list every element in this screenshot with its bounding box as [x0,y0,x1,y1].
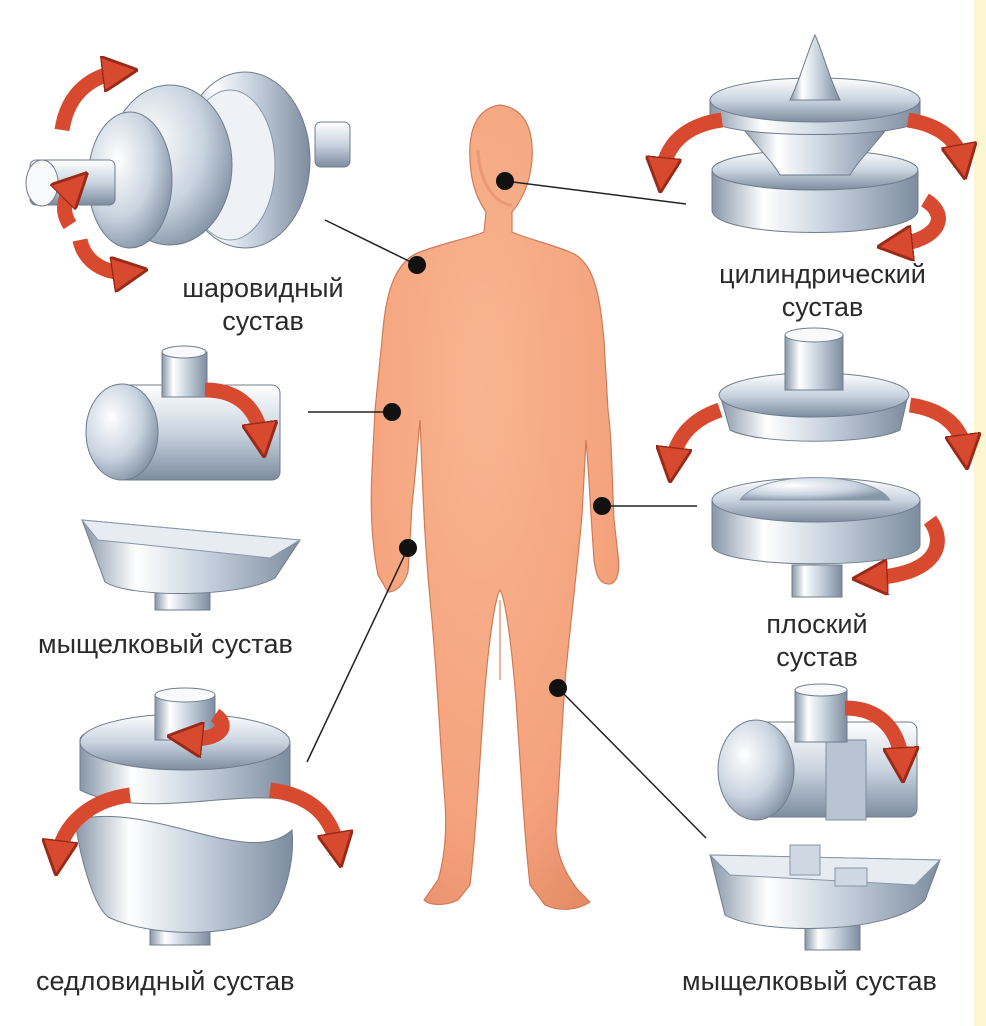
condylar-joint-left-model [82,346,300,610]
cylindrical-joint-label-line1: цилиндрический [700,258,945,291]
dot-elbow [383,403,401,421]
saddle-joint-model [75,688,293,945]
condylar-joint-right-label: мыщелковый сустав [682,965,937,998]
condylar-joint-left-label: мыщелковый сустав [38,628,293,661]
cylindrical-joint-label-line2: сустав [700,291,945,324]
dot-wrist-right [593,497,611,515]
cylindrical-joint-model [710,35,920,233]
dot-shoulder [408,256,426,274]
flat-joint-label-line2: сустав [742,641,892,674]
flat-joint-label-line1: плоский [742,608,892,641]
dot-neck [496,172,514,190]
condylar-joint-right-model [710,684,940,950]
ball-joint-label-line2: сустав [168,305,358,338]
condylar-joint-right-label-text: мыщелковый сустав [682,965,937,998]
dot-wrist-left [399,539,417,557]
ball-joint-label-line1: шаровидный [168,272,358,305]
condylar-joint-left-label-text: мыщелковый сустав [38,628,293,661]
saddle-joint-label: седловидный сустав [36,965,294,998]
cylindrical-joint-label: цилиндрический сустав [700,258,945,324]
flat-joint-model [712,328,920,597]
line-wrist-left [307,548,408,762]
flat-joint-label: плоский сустав [742,608,892,674]
ball-joint-label: шаровидный сустав [168,272,358,338]
dot-knee [549,679,567,697]
body-silhouette [371,105,618,909]
line-shoulder [325,220,417,265]
human-figure [371,105,618,909]
line-neck [505,181,686,204]
saddle-joint-label-text: седловидный сустав [36,965,294,998]
line-knee [558,688,706,838]
